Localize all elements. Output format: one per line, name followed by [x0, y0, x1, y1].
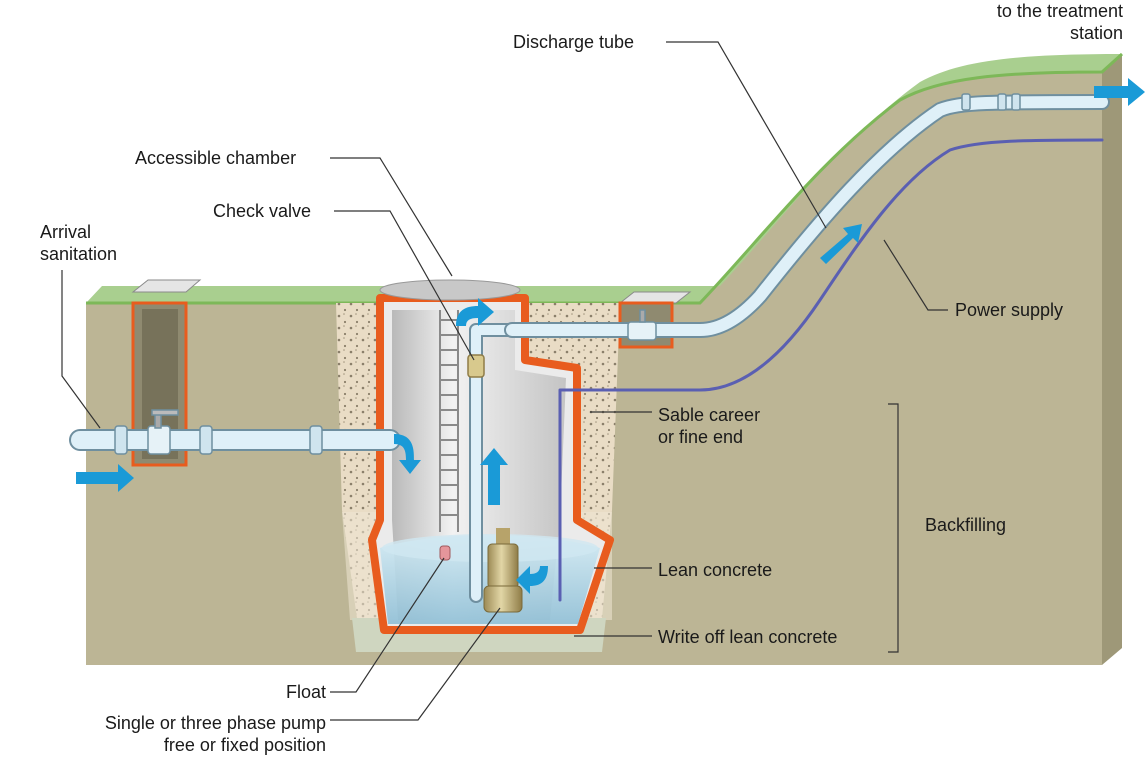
discharge-pipe [506, 96, 1108, 336]
leader-lines [61, 41, 948, 721]
discharge-flow-arrow [820, 224, 862, 264]
fittings [114, 93, 1021, 455]
label-lean-concrete: Lean concrete [658, 560, 773, 580]
riser-pipe [471, 325, 517, 601]
leader-accessible-chamber [330, 157, 453, 277]
label-arrival-sanitation: Arrival sanitation [40, 221, 117, 265]
leader-float [330, 557, 445, 693]
label-sable-line2: or fine end [658, 427, 744, 447]
inlet-drop-arrow [394, 434, 421, 474]
label-sable-career: Sable career or fine end [658, 404, 760, 448]
leader-pump [330, 607, 501, 721]
label-power-supply: Power supply [955, 300, 1064, 320]
pump-intake-arrow [516, 566, 548, 594]
label-check-valve: Check valve [213, 201, 312, 221]
label-treatment-station-line2: station [1069, 23, 1123, 43]
label-treatment-station: to the treatment station [997, 0, 1123, 44]
label-write-off-lean-concrete: Write off lean concrete [658, 627, 838, 647]
label-arrival-line2: sanitation [40, 244, 118, 264]
label-sable-line1: Sable career [658, 405, 761, 425]
label-accessible-chamber: Accessible chamber [135, 148, 297, 168]
inflow-arrow [76, 464, 134, 492]
grass-edge [86, 52, 1124, 305]
chamber-top-arrow [456, 298, 494, 326]
leader-arrival [61, 270, 101, 429]
label-float: Float [285, 682, 326, 702]
leader-check-valve [334, 210, 475, 361]
label-arrival-line1: Arrival [40, 222, 92, 242]
label-treatment-station-line1: to the treatment [996, 1, 1123, 21]
soil-side [1102, 54, 1122, 665]
outflow-arrow [1094, 78, 1145, 106]
backfilling-bracket [888, 403, 899, 653]
pump [483, 528, 523, 613]
label-pump-line2: free or fixed position [163, 735, 326, 755]
power-cable [558, 138, 1104, 602]
leader-discharge-tube [666, 41, 827, 229]
flow-arrows [76, 78, 1145, 594]
ladder [439, 310, 459, 532]
leader-power-supply [883, 239, 948, 311]
label-pump-line1: Single or three phase pump [104, 713, 326, 733]
label-pump: Single or three phase pump free or fixed… [105, 712, 326, 756]
float [439, 545, 451, 561]
label-backfilling: Backfilling [925, 515, 1007, 535]
label-discharge-tube: Discharge tube [513, 32, 635, 52]
piping [69, 94, 1110, 603]
up-arrow [480, 448, 508, 505]
chamber-lid [379, 279, 521, 301]
